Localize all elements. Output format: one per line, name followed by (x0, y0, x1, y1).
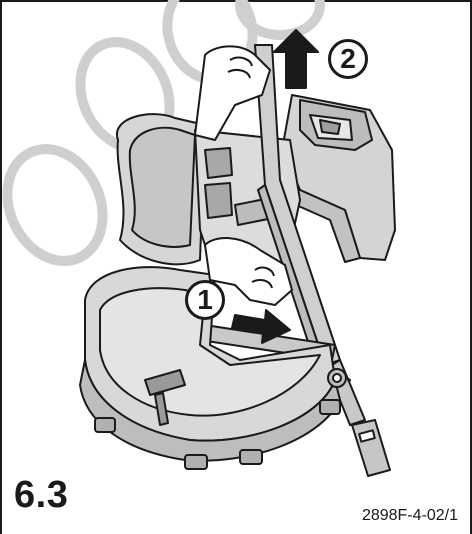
buckle-tongue (351, 419, 391, 477)
seat-cushion (79, 266, 341, 462)
seat-side-wing (115, 113, 206, 266)
top-hand (194, 45, 271, 141)
lower-hand (204, 237, 293, 306)
belt-guide-clip (327, 368, 347, 388)
arrow-right-icon (231, 309, 291, 344)
callout-1: 1 (185, 280, 225, 320)
callout-2: 2 (328, 39, 368, 79)
arrow-up-icon (273, 29, 319, 89)
callout-1-label: 1 (197, 284, 213, 315)
callout-2-label: 2 (340, 43, 356, 74)
step-number: 6.3 (14, 474, 69, 516)
seat-feet (94, 399, 341, 470)
reference-code: 2898F-4-02/1 (361, 507, 458, 524)
